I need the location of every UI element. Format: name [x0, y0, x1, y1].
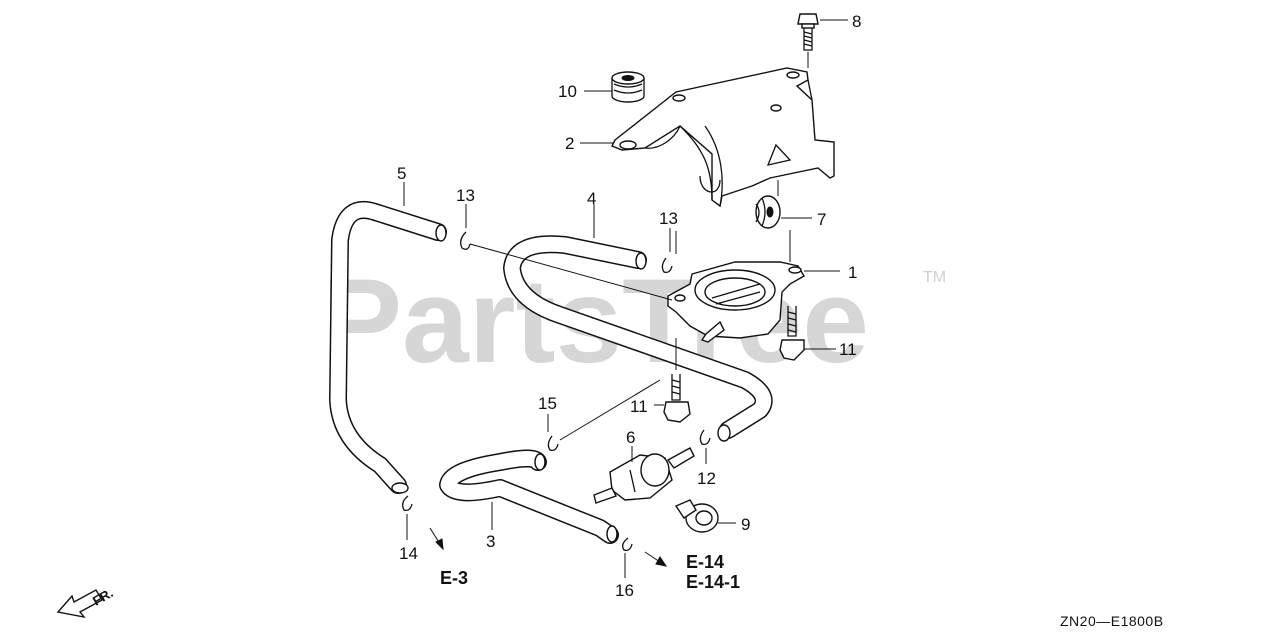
arrow-e3	[429, 527, 444, 551]
callout-16: 16	[615, 581, 634, 600]
leader-lines	[403, 19, 848, 578]
reference-e14: E-14	[686, 552, 724, 572]
callout-12: 12	[697, 469, 716, 488]
grommet-part-10	[611, 71, 645, 103]
front-direction-arrow: FR.	[56, 585, 116, 619]
fuel-filter-part	[593, 447, 695, 504]
hose-part-4	[503, 235, 773, 442]
clip-part-13-right	[661, 257, 673, 274]
callout-6: 6	[626, 428, 635, 447]
fuel-pump-part	[667, 261, 805, 343]
clip-part-14	[402, 495, 413, 512]
callout-9: 9	[741, 515, 750, 534]
grommet-part-7	[755, 195, 781, 229]
bracket-part	[611, 67, 835, 208]
bolt-part-8	[797, 13, 819, 51]
callout-13-left: 13	[456, 186, 475, 205]
callout-2: 2	[565, 134, 574, 153]
callout-8: 8	[852, 12, 861, 31]
reference-e14-1: E-14-1	[686, 572, 740, 592]
clip-part-12	[699, 429, 711, 446]
clip-part-15	[547, 435, 559, 452]
reference-e3: E-3	[440, 568, 468, 588]
callout-4: 4	[587, 189, 596, 208]
callout-11-lower: 11	[630, 397, 648, 416]
callout-3: 3	[486, 532, 495, 551]
bolt-part-11-lower	[663, 374, 691, 423]
hose-part-5	[329, 201, 447, 494]
hose-part-3	[439, 449, 619, 544]
callout-labels: 8 10 2 5 13 4 13 7 1 11 11 15 6 12 9 3 1…	[397, 12, 861, 600]
callout-13-right: 13	[659, 209, 678, 228]
reference-labels: E-3 E-14 E-14-1	[440, 552, 740, 592]
diagram-code: ZN20—E1800B	[1060, 613, 1164, 629]
callout-7: 7	[817, 210, 826, 229]
arrow-e14	[644, 551, 668, 567]
callout-11-right: 11	[839, 340, 857, 359]
clip-part-16	[622, 537, 633, 552]
callout-14: 14	[399, 544, 418, 563]
callout-15: 15	[538, 394, 557, 413]
clip-part-13-left	[460, 231, 471, 250]
callout-10: 10	[558, 82, 577, 101]
callout-1: 1	[848, 263, 857, 282]
bolt-part-11-right	[779, 306, 805, 361]
watermark-trademark: TM	[923, 269, 946, 286]
callout-5: 5	[397, 164, 406, 183]
clamp-part-9	[674, 499, 719, 533]
